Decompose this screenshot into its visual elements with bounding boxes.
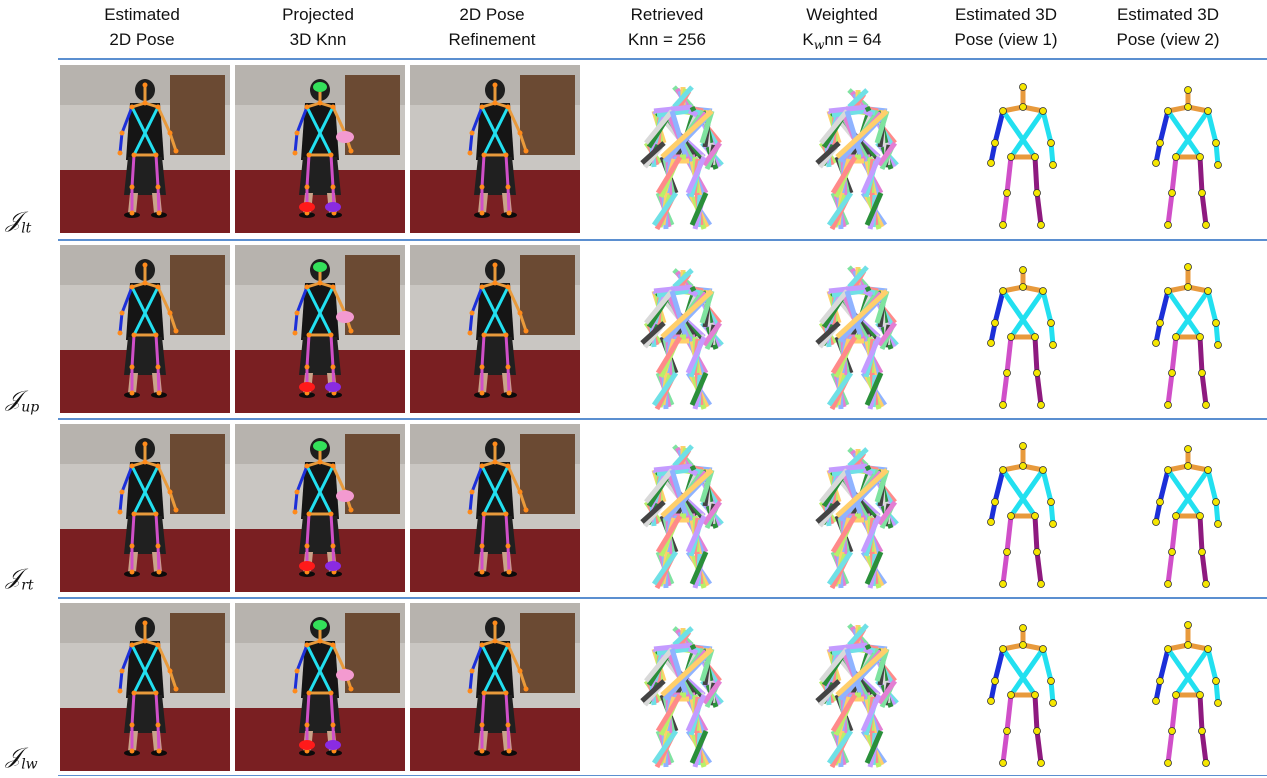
weighted-knn-skeletons [780, 603, 935, 771]
figure-row [0, 241, 1222, 416]
estimated-2d-pose-photo [60, 245, 230, 413]
weighted-knn-skeletons [780, 424, 935, 592]
projected-3d-knn-photo [235, 245, 405, 413]
estimated-3d-pose-view1 [945, 603, 1100, 771]
row-separator [58, 239, 1267, 241]
figure-row [0, 61, 1222, 236]
row-separator [58, 418, 1267, 420]
weighted-knn-skeletons [780, 65, 935, 233]
retrieved-knn-skeletons [605, 65, 760, 233]
refined-2d-pose-photo [410, 424, 580, 592]
row-separator [58, 597, 1267, 599]
estimated-2d-pose-photo [60, 603, 230, 771]
retrieved-knn-skeletons [605, 245, 760, 413]
row-label-up: 𝒥up [6, 387, 40, 416]
retrieved-knn-skeletons [605, 603, 760, 771]
row-label-lt: 𝒥lt [6, 208, 32, 237]
row-label-lw: 𝒥lw [6, 744, 38, 773]
estimated-3d-pose-view2 [1110, 245, 1265, 413]
figure-row [0, 420, 1222, 595]
weighted-knn-skeletons [780, 245, 935, 413]
row-label-rt: 𝒥rt [6, 565, 34, 594]
estimated-2d-pose-photo [60, 424, 230, 592]
row-separator [58, 58, 1267, 60]
estimated-2d-pose-photo [60, 65, 230, 233]
estimated-3d-pose-view1 [945, 65, 1100, 233]
retrieved-knn-skeletons [605, 424, 760, 592]
projected-3d-knn-photo [235, 603, 405, 771]
estimated-3d-pose-view2 [1110, 65, 1265, 233]
refined-2d-pose-photo [410, 245, 580, 413]
figure-row [0, 599, 1222, 774]
estimated-3d-pose-view1 [945, 245, 1100, 413]
refined-2d-pose-photo [410, 603, 580, 771]
row-separator [58, 775, 1267, 776]
estimated-3d-pose-view2 [1110, 424, 1265, 592]
projected-3d-knn-photo [235, 424, 405, 592]
projected-3d-knn-photo [235, 65, 405, 233]
refined-2d-pose-photo [410, 65, 580, 233]
estimated-3d-pose-view2 [1110, 603, 1265, 771]
estimated-3d-pose-view1 [945, 424, 1100, 592]
